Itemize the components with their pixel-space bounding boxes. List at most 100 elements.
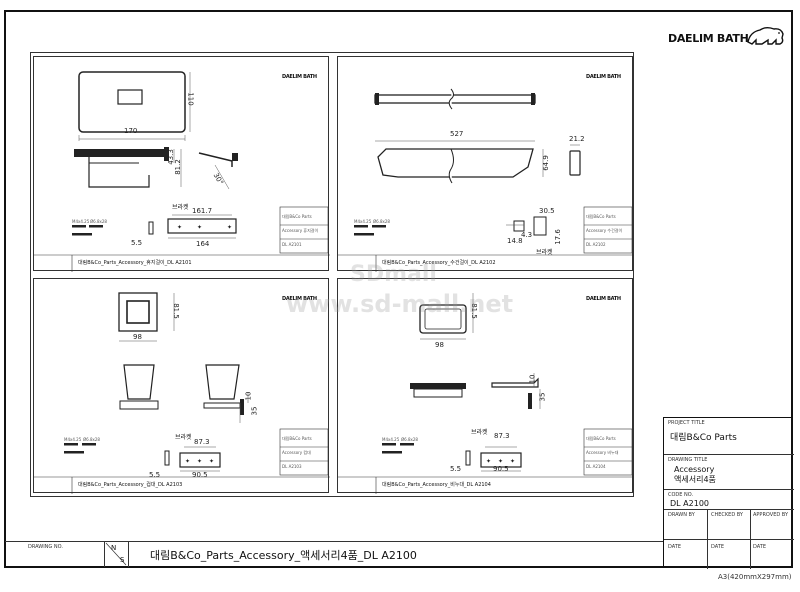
screw-label-2: Ø6.8x28 (401, 437, 418, 442)
mini-tb-company: 대림B&Co Parts (282, 214, 312, 219)
date-label-2: DATE (711, 544, 725, 550)
drawing-area-frame (30, 52, 634, 497)
screw-label-2: Ø6.8x28 (83, 437, 100, 442)
divider (104, 541, 105, 567)
paper-size: A3(420mmX297mm) (718, 573, 792, 581)
drawing-title-label: DRAWING TITLE (668, 457, 708, 463)
mini-tb-company: 대림B&Co Parts (586, 214, 616, 219)
drawn-by-label: DRAWN BY (668, 512, 695, 518)
mini-tb-code: DL A2102 (586, 242, 606, 247)
dim-screw-width: 14.8 (507, 237, 523, 245)
panel-logo: DAELIM BATH (586, 74, 621, 80)
svg-text:✦: ✦ (498, 458, 503, 465)
mini-tb-code: DL A2101 (282, 242, 302, 247)
brand-logo-text: DAELIM BATH (668, 32, 749, 45)
towel-bar-views (338, 88, 634, 272)
screw-label-1: M4x4.25 (72, 219, 90, 224)
dim-bracket-side: 5.5 (131, 239, 143, 247)
mini-tb-code: DL A2103 (282, 464, 302, 469)
dim-top-width: 98 (133, 333, 142, 341)
divider (664, 539, 794, 540)
checked-by-label: CHECKED BY (711, 512, 743, 518)
dim-thickness: 10 (244, 391, 253, 401)
bracket-label: 브라켓 (172, 204, 189, 211)
svg-text:✦: ✦ (486, 458, 491, 465)
dim-bracket-side: 5.5 (149, 471, 161, 479)
panel-footer: 대림B&Co_Parts_Accessory_컵대_DL A2103 (78, 482, 183, 488)
bracket-label: 브라켓 (471, 429, 488, 436)
svg-text:✦: ✦ (510, 458, 515, 465)
ns-divider-line (105, 542, 127, 566)
divider (664, 509, 794, 510)
svg-text:✦: ✦ (197, 224, 202, 231)
ns-s: S (120, 556, 125, 564)
drawing-no-label: DRAWING NO. (28, 544, 63, 550)
approved-by-label: APPROVED BY (753, 512, 789, 518)
panel-cup-holder: DAELIM BATH ✦ ✦ ✦ 81.5 98 10 35 브라켓 87.3 (33, 278, 330, 494)
divider (128, 541, 129, 567)
date-label-1: DATE (668, 544, 682, 550)
panel-towel-bar: DAELIM BATH 527 64.9 21.2 30.5 17.6 14.8… (337, 56, 634, 272)
screw-label-2: Ø6.8x28 (373, 219, 390, 224)
panel-footer: 대림B&Co_Parts_Accessory_수건걸이_DL A2102 (382, 260, 496, 266)
holder-top-view: ✦ ✦ ✦ (34, 71, 330, 272)
watermark-line1: SDmall (350, 262, 437, 287)
dim-screw-depth: 4.3 (521, 231, 533, 239)
bracket-label: 브라켓 (536, 249, 553, 256)
dim-bracket-width: 30.5 (539, 207, 555, 215)
cup-holder-views: ✦ ✦ ✦ (34, 292, 330, 494)
dim-height: 35 (538, 392, 547, 402)
mini-tb-company: 대림B&Co Parts (282, 436, 312, 441)
panel-logo: DAELIM BATH (586, 296, 621, 302)
bracket-label: 브라켓 (175, 434, 192, 441)
mini-tb-title: Accessory 수건걸이 (586, 228, 623, 233)
dim-thickness: 10 (528, 374, 537, 384)
mini-tb-title: Accessory 휴지걸이 (282, 228, 319, 233)
code-no-label: CODE NO. (668, 492, 694, 498)
drawing-title-line2: 액세서리4품 (674, 475, 716, 484)
dim-bracket-bottom: 90.5 (493, 465, 509, 473)
mini-tb-company: 대림B&Co Parts (586, 436, 616, 441)
dim-bracket-top: 87.3 (194, 438, 210, 446)
dim-side-h2: 81.2 (173, 159, 182, 175)
code-no: DL A2100 (670, 499, 709, 508)
dim-bracket-bottom: 164 (196, 240, 210, 248)
dim-side: 21.2 (569, 135, 585, 143)
panel-logo: DAELIM BATH (282, 74, 317, 80)
date-label-3: DATE (753, 544, 767, 550)
dim-height: 110 (186, 92, 195, 106)
svg-text:✦: ✦ (177, 224, 182, 231)
divider (664, 454, 794, 455)
dim-top-width: 98 (435, 341, 444, 349)
svg-text:✦: ✦ (227, 224, 232, 231)
drawing-title-line1: Accessory (674, 465, 715, 474)
screw-label-1: M4x4.25 (382, 437, 400, 442)
svg-text:✦: ✦ (197, 458, 202, 465)
dim-bracket-side: 5.5 (450, 465, 462, 473)
panel-soap-dish: DAELIM BATH ✦ ✦ ✦ 81.5 98 10 35 브라켓 87.3… (337, 278, 634, 494)
panel-toilet-paper-holder: DAELIM BATH ✦ ✦ ✦ (33, 56, 330, 272)
drawing-name: 대림B&Co_Parts_Accessory_액세서리4품_DL A2100 (150, 549, 417, 562)
screw-label-1: M4x4.25 (64, 437, 82, 442)
screw-label-2: Ø6.8x28 (90, 219, 107, 224)
panel-logo: DAELIM BATH (282, 296, 317, 302)
dim-height: 35 (250, 406, 259, 416)
dim-length: 527 (450, 130, 464, 138)
drawing-sheet-frame (4, 10, 793, 568)
watermark-line2: www.sd-mall.net (286, 290, 514, 318)
dim-bracket-bottom: 90.5 (192, 471, 208, 479)
svg-text:✦: ✦ (209, 458, 214, 465)
project-title: 대림B&Co Parts (670, 433, 737, 443)
dim-top-size: 81.5 (171, 303, 180, 319)
soap-dish-views: ✦ ✦ ✦ (338, 293, 634, 494)
mini-tb-title: Accessory 비누대 (586, 450, 619, 455)
project-title-label: PROJECT TITLE (668, 420, 705, 426)
bear-icon (747, 27, 784, 45)
panel-footer: 대림B&Co_Parts_Accessory_휴지걸이_DL A2101 (78, 260, 192, 266)
ns-n: N (111, 544, 117, 552)
mini-tb-title: Accessory 컵대 (282, 450, 311, 455)
dim-width: 170 (124, 127, 138, 135)
dim-bracket-top: 87.3 (494, 432, 510, 440)
divider (664, 489, 794, 490)
mini-tb-code: DL A2104 (586, 464, 606, 469)
